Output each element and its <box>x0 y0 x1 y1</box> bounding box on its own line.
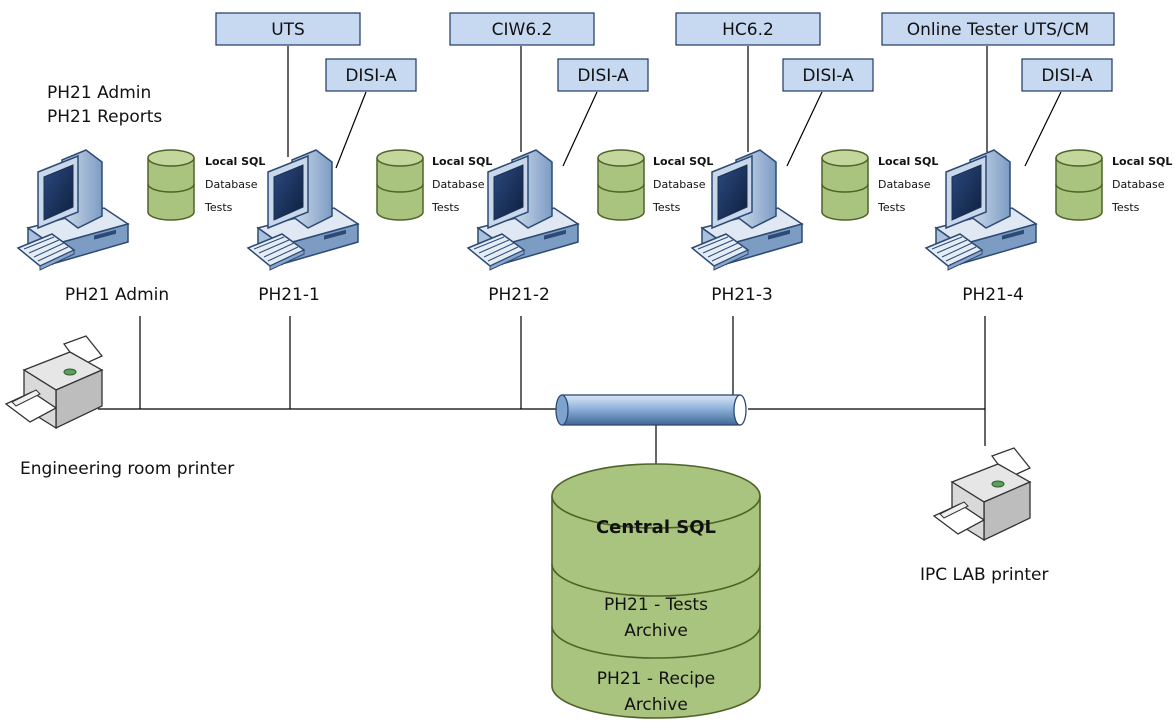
svg-text:Database: Database <box>432 178 485 191</box>
disi-box-4: DISI-A <box>1021 58 1113 92</box>
central-sql-title: Central SQL <box>596 517 716 538</box>
computer-icon <box>691 149 803 271</box>
local-db-caption: Local SQL Database Tests <box>652 155 713 214</box>
central-sql-section-recipe-line1: PH21 - Recipe <box>597 669 715 689</box>
svg-text:Local SQL: Local SQL <box>205 155 265 168</box>
central-sql-section-tests-line1: PH21 - Tests <box>604 595 708 615</box>
computer-icon <box>17 149 129 271</box>
svg-text:Database: Database <box>1112 178 1165 191</box>
tool-box-uts: UTS <box>215 12 361 46</box>
printer-label-engineering: Engineering room printer <box>20 459 234 479</box>
computer-label-ph21-2: PH21-2 <box>488 285 550 305</box>
svg-text:Local SQL: Local SQL <box>432 155 492 168</box>
svg-text:Local SQL: Local SQL <box>878 155 938 168</box>
disi-label: DISI-A <box>345 66 397 86</box>
computer-label-ph21-4: PH21-4 <box>962 285 1024 305</box>
disi-box-3: DISI-A <box>782 58 874 92</box>
svg-text:Database: Database <box>205 178 258 191</box>
svg-text:Tests: Tests <box>877 201 906 214</box>
local-database-icon <box>597 149 645 221</box>
disi-box-1: DISI-A <box>325 58 417 92</box>
disi-label: DISI-A <box>802 66 854 86</box>
network-bus-pipe <box>555 394 747 426</box>
local-db-caption: Local SQL Database Tests <box>877 155 938 214</box>
local-db-caption: Local SQL Database Tests <box>431 155 492 214</box>
central-sql-section-tests-line2: Archive <box>624 621 688 641</box>
computer-icon <box>925 149 1037 271</box>
tool-label: HC6.2 <box>722 20 774 40</box>
svg-text:Local SQL: Local SQL <box>653 155 713 168</box>
printer-icon <box>5 335 103 429</box>
central-sql-section-recipe-line2: Archive <box>624 695 688 715</box>
svg-text:Database: Database <box>653 178 706 191</box>
local-database-icon <box>376 149 424 221</box>
tool-label: CIW6.2 <box>492 20 553 40</box>
local-database-icon <box>1055 149 1103 221</box>
printer-label-ipc: IPC LAB printer <box>920 565 1049 585</box>
svg-text:Tests: Tests <box>204 201 233 214</box>
tool-box-hc: HC6.2 <box>675 12 821 46</box>
admin-role-admin: PH21 Admin <box>47 83 151 103</box>
computer-label-ph21-1: PH21-1 <box>258 285 320 305</box>
local-database-icon <box>147 149 195 221</box>
tool-box-ciw: CIW6.2 <box>449 12 595 46</box>
local-database-icon <box>821 149 869 221</box>
central-sql-database: Central SQL PH21 - Tests Archive PH21 - … <box>551 463 761 719</box>
network-lines <box>98 46 1062 466</box>
tool-box-online-tester: Online Tester UTS/CM <box>881 12 1115 46</box>
svg-text:Database: Database <box>878 178 931 191</box>
svg-text:Local SQL: Local SQL <box>1112 155 1172 168</box>
computer-icon <box>467 149 579 271</box>
tool-label: Online Tester UTS/CM <box>907 20 1089 40</box>
printer-icon <box>933 447 1031 541</box>
disi-box-2: DISI-A <box>557 58 649 92</box>
computer-label-ph21-3: PH21-3 <box>711 285 773 305</box>
computer-icon <box>247 149 359 271</box>
local-db-caption: Local SQL Database Tests <box>1111 155 1172 214</box>
tool-label: UTS <box>271 20 305 40</box>
svg-text:Tests: Tests <box>431 201 460 214</box>
svg-text:Tests: Tests <box>652 201 681 214</box>
admin-role-reports: PH21 Reports <box>47 107 162 127</box>
disi-label: DISI-A <box>1041 66 1093 86</box>
disi-label: DISI-A <box>577 66 629 86</box>
computer-label-admin: PH21 Admin <box>65 285 169 305</box>
local-db-caption: Local SQL Database Tests <box>204 155 265 214</box>
svg-text:Tests: Tests <box>1111 201 1140 214</box>
